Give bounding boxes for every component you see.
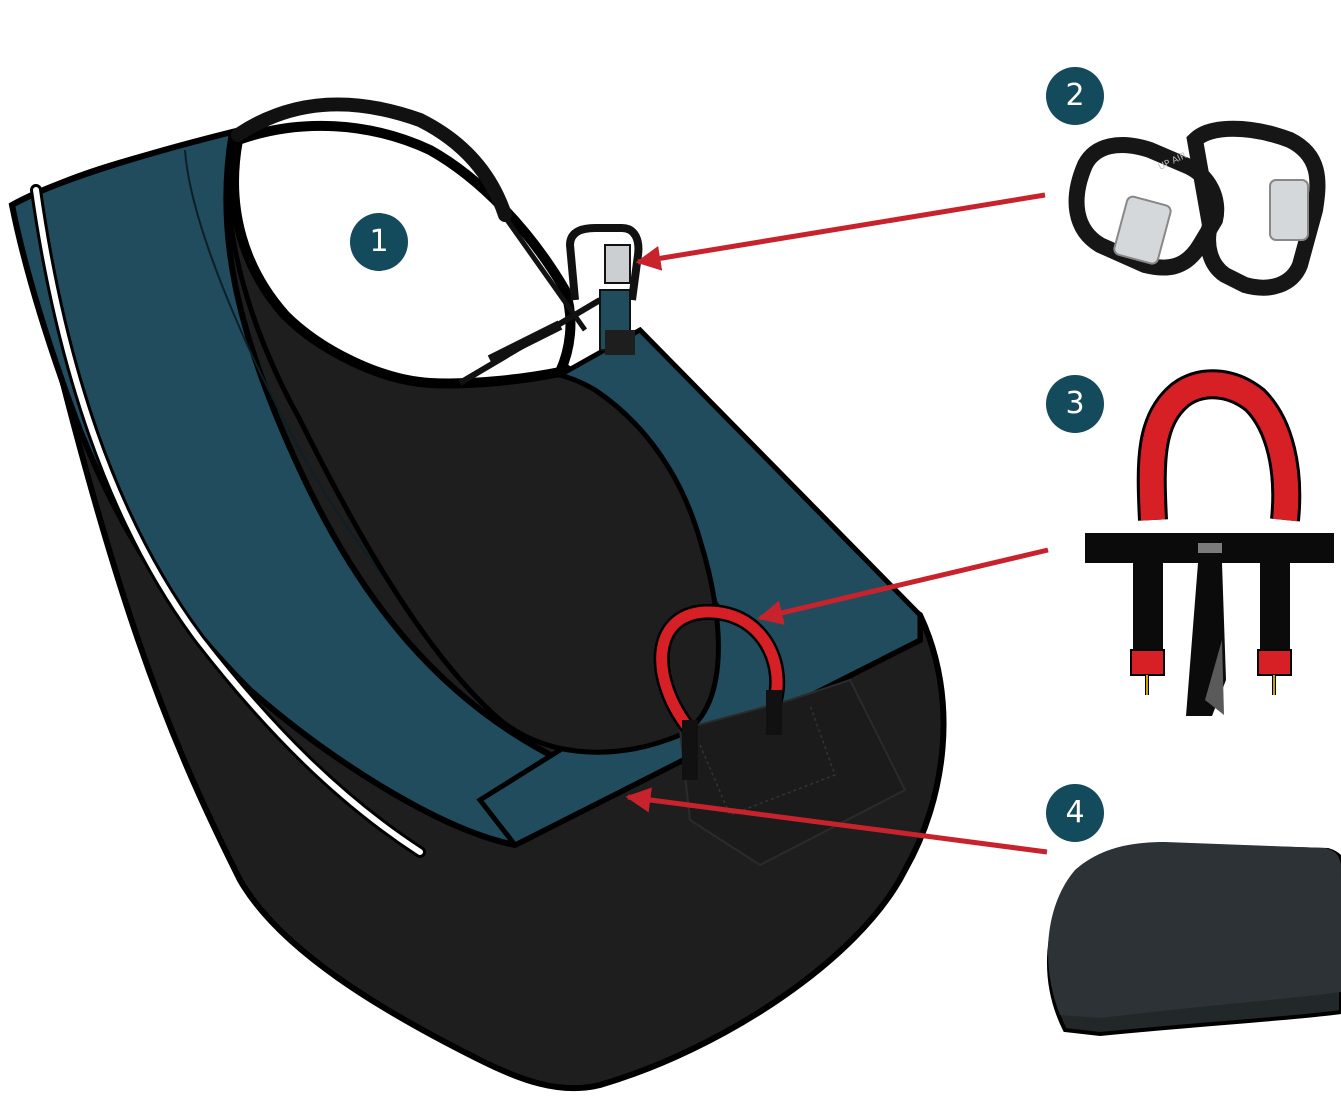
callout-badge-4: 4	[1046, 784, 1104, 842]
harness-carabiner	[570, 228, 638, 355]
callout-badge-3: 3	[1046, 375, 1104, 433]
carabiners-image: UP AIR	[1077, 129, 1318, 288]
carabiner-gate-right	[1270, 180, 1308, 240]
reserve-handle-image	[1085, 384, 1334, 716]
callout-badge-2: 2	[1046, 67, 1104, 125]
harness-body	[12, 104, 944, 1088]
callout-badge-1: 1	[350, 213, 408, 271]
seat-plate-image	[1048, 842, 1341, 1034]
carabiner-gate-left	[1113, 195, 1172, 265]
arrow-2	[638, 195, 1045, 262]
